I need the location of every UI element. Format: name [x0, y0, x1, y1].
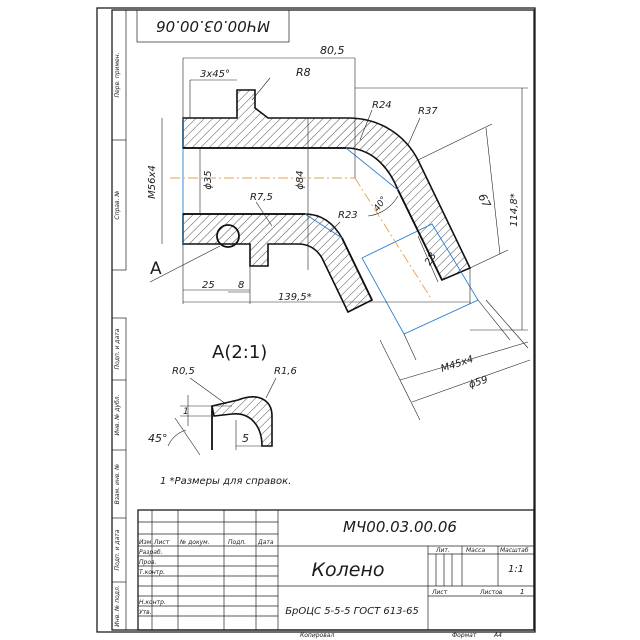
detail-dim-5: 5 — [242, 432, 249, 445]
leader-line — [255, 201, 273, 227]
upper-wall-section — [182, 89, 472, 282]
tb-role: Пров. — [139, 559, 157, 566]
dim-m45: M45x4 — [440, 354, 475, 375]
dim-line — [485, 127, 501, 255]
dimension-lines — [149, 57, 531, 421]
tb-scale: 1:1 — [508, 564, 524, 575]
leader-line — [149, 245, 221, 283]
leader-line — [251, 77, 271, 101]
detail-angle-45: 45° — [148, 432, 168, 445]
title-block — [137, 509, 535, 631]
inner-frame — [111, 9, 535, 631]
dim-r23: R23 — [338, 210, 358, 221]
dim-8: 8 — [238, 280, 244, 291]
tb-header-lit: Лит. — [435, 547, 450, 554]
tb-sheets-label: Листов — [479, 589, 503, 596]
view-letter: А — [150, 259, 162, 279]
lower-wall-section — [182, 213, 374, 314]
dim-r7-5: R7,5 — [250, 192, 273, 203]
bore-line — [341, 237, 373, 301]
tb-header-izm: Изм. — [139, 539, 153, 546]
dim-chamfer: 3x45° — [200, 69, 230, 80]
ext-line — [403, 333, 417, 361]
detail-dim-1: 1 — [183, 407, 189, 417]
bore-line — [397, 189, 443, 281]
tb-header-massa: Масса — [466, 547, 485, 554]
detail-r1-6: R1,6 — [274, 366, 297, 377]
dim-d84: ϕ84 — [295, 170, 306, 189]
dim-r24: R24 — [372, 100, 392, 111]
side-inv-dubl: Инв. № дубл. — [114, 394, 121, 435]
leader-line — [265, 377, 277, 399]
tb-role: Т.контр. — [139, 569, 165, 576]
tb-header-list: Лист — [153, 539, 170, 546]
side-perv-primen: Перв. примен. — [114, 52, 121, 97]
dim-139-5: 139,5* — [278, 292, 312, 303]
leader-line — [329, 221, 341, 233]
leader-line — [407, 117, 421, 146]
tb-sheets-value: 1 — [520, 588, 524, 596]
angle-arc — [367, 195, 399, 217]
tb-material: БрОЦС 5-5-5 ГОСТ 613-65 — [285, 606, 419, 617]
dim-line — [417, 235, 439, 283]
tb-header-no-dokum: № докум. — [179, 539, 210, 546]
leader-line — [189, 377, 227, 405]
dim-m56: M56x4 — [147, 165, 158, 199]
dim-114-8: 114,8* — [509, 193, 520, 227]
dim-67: 67 — [475, 192, 493, 210]
dim-r37: R37 — [418, 106, 438, 117]
title-block-frame — [137, 509, 535, 631]
top-stamp: МЧ00.03.00.06 — [156, 17, 270, 35]
dim-angle-40: 40° — [372, 195, 389, 214]
tb-role: Утв. — [139, 609, 152, 616]
note-text: 1 *Размеры для справок. — [160, 476, 291, 487]
leader-line — [174, 417, 201, 456]
ext-line — [485, 299, 529, 349]
side-vzam-inv: Взам. инв. № — [114, 464, 121, 505]
ext-line — [469, 249, 509, 269]
side-inv-podl: Инв. № подл. — [114, 585, 121, 626]
side-podp-data-1: Подп. и дата — [114, 328, 121, 369]
tb-copied: Копировал — [300, 632, 334, 639]
dim-line — [411, 359, 531, 403]
dim-r8: R8 — [296, 66, 311, 79]
side-column-bottom — [111, 317, 127, 631]
tb-header-podp: Подп. — [228, 539, 246, 546]
top-stamp-box — [136, 9, 290, 43]
tb-format: Формат — [452, 632, 477, 639]
leader-line — [359, 109, 373, 141]
detail-r0-5: R0,5 — [172, 366, 195, 377]
ext-line — [417, 123, 493, 161]
dim-d59: ϕ59 — [468, 374, 490, 390]
tb-role: Разраб. — [139, 549, 163, 556]
detail-title: А(2:1) — [212, 342, 267, 363]
bore-edge — [304, 213, 343, 239]
tb-format-value: А4 — [493, 632, 502, 639]
dim-25: 25 — [202, 280, 215, 291]
side-sprav-no: Справ. № — [114, 190, 121, 219]
dim-d35: ϕ35 — [203, 170, 214, 189]
detail-section — [211, 396, 273, 447]
tb-sheet-label: Лист — [431, 589, 448, 596]
tb-designation: МЧ00.03.00.06 — [343, 518, 457, 536]
relief-groove — [216, 224, 240, 248]
detail-a — [167, 377, 277, 456]
tb-header-data: Дата — [257, 539, 274, 546]
angle-arc — [167, 429, 187, 447]
side-podp-data-2: Подп. и дата — [114, 529, 121, 570]
bore-edge — [345, 147, 399, 191]
outer-frame — [96, 7, 536, 633]
tb-role: Н.контр. — [139, 599, 166, 606]
ext-line — [477, 299, 511, 341]
elbow-section — [170, 89, 479, 335]
tb-header-masshtab: Масштаб — [500, 547, 529, 554]
center-line — [354, 177, 433, 301]
tb-name: Колено — [312, 559, 385, 581]
dim-line — [399, 341, 529, 381]
dim-80-5: 80,5 — [320, 44, 345, 57]
